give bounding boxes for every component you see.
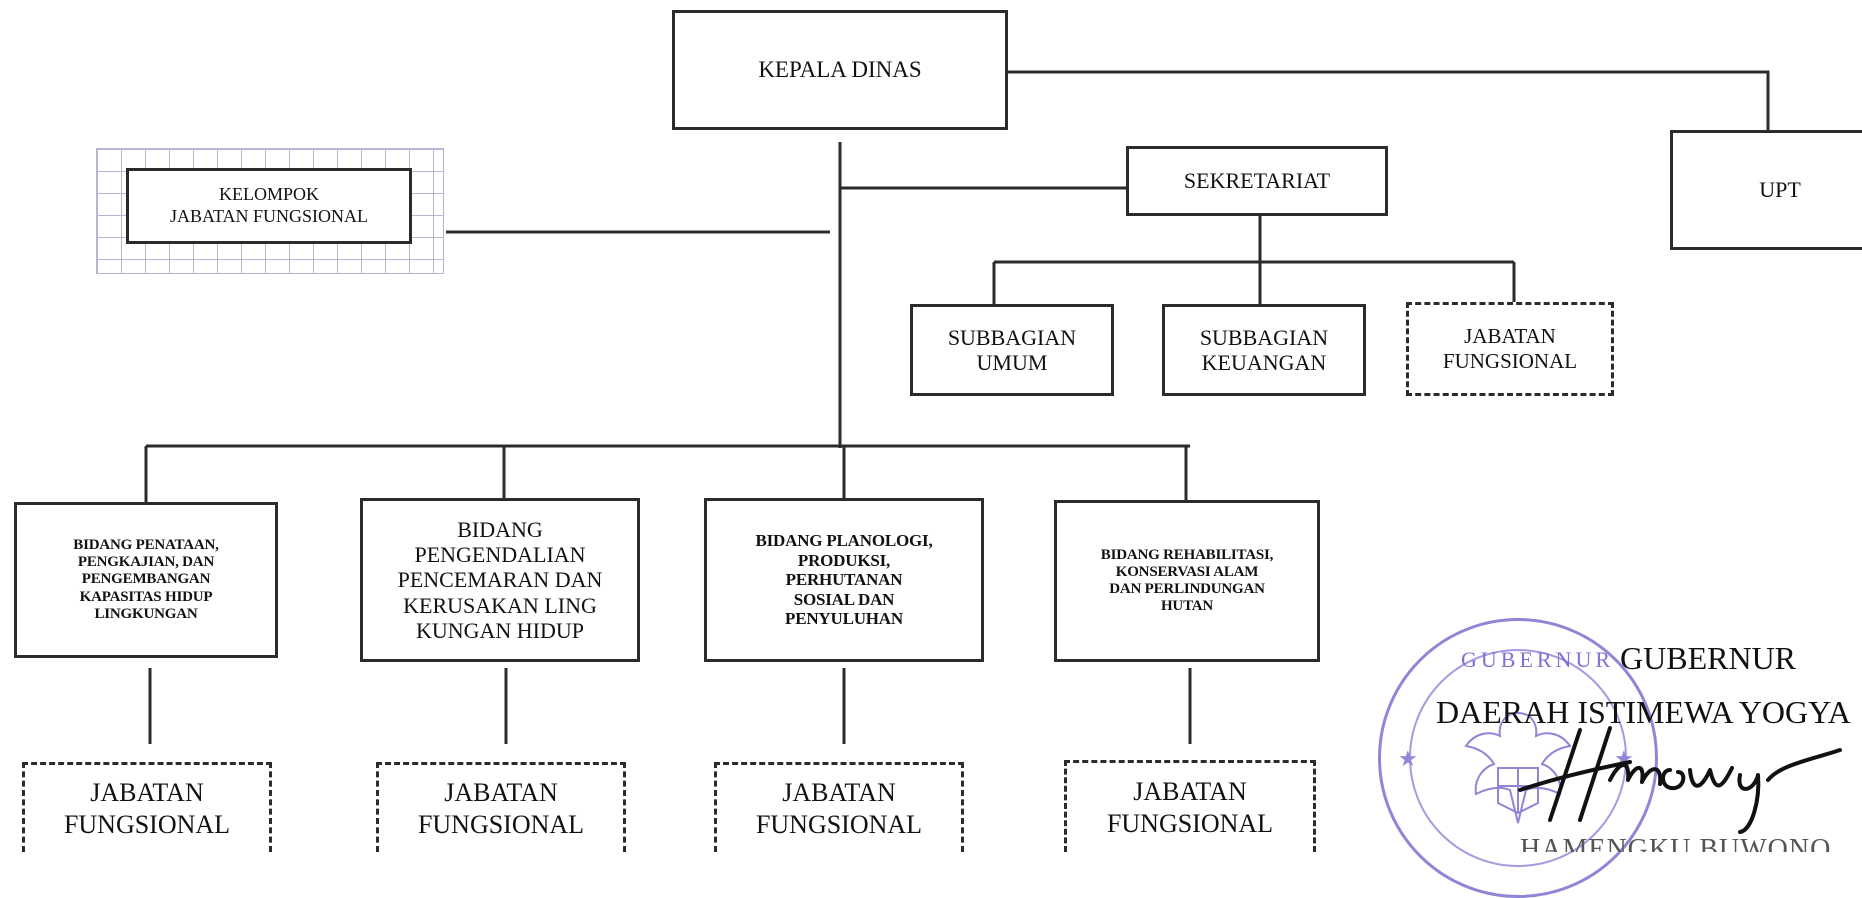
node-subbagian-umum-label: SUBBAGIAN UMUM: [947, 324, 1077, 375]
node-subbagian-keuangan: SUBBAGIAN KEUANGAN: [1162, 304, 1366, 396]
governor-title-line1: GUBERNUR: [1620, 640, 1797, 676]
seal-arc-text: GUBERNUR: [1461, 647, 1615, 672]
node-jabatan-fungsional-1: JABATAN FUNGSIONAL: [22, 762, 272, 852]
node-jf3-label: JABATAN FUNGSIONAL: [755, 778, 923, 839]
node-jf1-label: JABATAN FUNGSIONAL: [63, 778, 231, 839]
handwritten-signature: [1518, 726, 1842, 834]
node-upt: UPT: [1670, 130, 1862, 250]
node-bidang-pengendalian: BIDANG PENGENDALIAN PENCEMARAN DAN KERUS…: [360, 498, 640, 662]
node-bidang-rehabilitasi-label: BIDANG REHABILITASI, KONSERVASI ALAM DAN…: [1100, 546, 1274, 615]
node-jf-sekretariat-label: JABATAN FUNGSIONAL: [1442, 323, 1578, 373]
governor-title-line2: DAERAH ISTIMEWA YOGYA: [1436, 694, 1851, 730]
node-jabatan-fungsional-2: JABATAN FUNGSIONAL: [376, 762, 626, 852]
node-bidang-rehabilitasi: BIDANG REHABILITASI, KONSERVASI ALAM DAN…: [1054, 500, 1320, 662]
node-kelompok-label: KELOMPOK JABATAN FUNGSIONAL: [169, 184, 369, 226]
node-jf2-label: JABATAN FUNGSIONAL: [417, 778, 585, 839]
node-bidang-penataan: BIDANG PENATAAN, PENGKAJIAN, DAN PENGEMB…: [14, 502, 278, 658]
node-bidang-pengendalian-label: BIDANG PENGENDALIAN PENCEMARAN DAN KERUS…: [397, 516, 603, 643]
node-upt-label: UPT: [1759, 177, 1801, 203]
node-subbagian-umum: SUBBAGIAN UMUM: [910, 304, 1114, 396]
node-kepala-dinas: KEPALA DINAS: [672, 10, 1008, 130]
node-subbagian-keuangan-label: SUBBAGIAN KEUANGAN: [1199, 324, 1329, 375]
node-kelompok-jabatan-fungsional: KELOMPOK JABATAN FUNGSIONAL: [126, 168, 412, 244]
node-kepala-dinas-label: KEPALA DINAS: [758, 56, 922, 82]
svg-text:★: ★: [1398, 747, 1418, 772]
governor-name-partial: HAMENGKU BUWONO: [1520, 836, 1832, 852]
node-jabatan-fungsional-3: JABATAN FUNGSIONAL: [714, 762, 964, 852]
node-sekretariat: SEKRETARIAT: [1126, 146, 1388, 216]
node-jf4-label: JABATAN FUNGSIONAL: [1106, 777, 1274, 838]
node-bidang-penataan-label: BIDANG PENATAAN, PENGKAJIAN, DAN PENGEMB…: [73, 536, 219, 622]
node-sekretariat-label: SEKRETARIAT: [1183, 168, 1331, 194]
node-bidang-planologi: BIDANG PLANOLOGI, PRODUKSI, PERHUTANAN S…: [704, 498, 984, 662]
org-chart-connectors: [144, 70, 1770, 744]
node-bidang-planologi-label: BIDANG PLANOLOGI, PRODUKSI, PERHUTANAN S…: [755, 531, 933, 629]
node-jabatan-fungsional-sekretariat: JABATAN FUNGSIONAL: [1406, 302, 1614, 396]
node-jabatan-fungsional-4: JABATAN FUNGSIONAL: [1064, 760, 1316, 852]
